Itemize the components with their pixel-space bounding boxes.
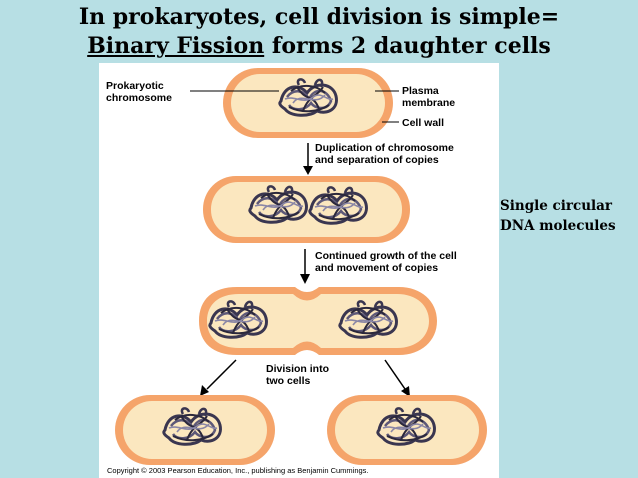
label-step2-1: Continued growth of the cell	[315, 250, 457, 262]
side-note-line-1: Single circular	[500, 198, 613, 214]
label-chromosome-1: Prokaryotic	[106, 80, 164, 92]
copyright-notice: Copyright © 2003 Pearson Education, Inc.…	[107, 466, 369, 475]
slide-title-line-1: In prokaryotes, cell division is simple=	[78, 4, 560, 30]
cell-duplicated-chromosome	[203, 176, 410, 243]
original-cell	[223, 68, 393, 138]
binary-fission-figure: Prokaryotic chromosome Plasma membrane C…	[99, 63, 499, 478]
title-line-2-rest: forms 2 daughter cells	[264, 33, 551, 59]
daughter-cell-left	[115, 395, 275, 465]
side-note-line-2: DNA molecules	[500, 218, 616, 234]
label-chromosome-2: chromosome	[106, 92, 172, 104]
label-step3-1: Division into	[266, 363, 329, 375]
label-step1-2: and separation of copies	[315, 154, 439, 166]
daughter-cell-right	[327, 395, 487, 465]
label-step2-2: and movement of copies	[315, 262, 438, 274]
cell-elongated-pinching	[199, 287, 437, 355]
label-step3-2: two cells	[266, 375, 311, 387]
slide-title-line-2: Binary Fission forms 2 daughter cells	[0, 33, 638, 59]
arrow-division-right	[384, 359, 410, 397]
label-plasma-1: Plasma	[402, 85, 439, 97]
arrow-division-left	[200, 359, 237, 396]
figure-svg: Prokaryotic chromosome Plasma membrane C…	[106, 68, 487, 475]
label-cell-wall: Cell wall	[402, 117, 444, 129]
label-plasma-2: membrane	[402, 97, 455, 109]
binary-fission-term: Binary Fission	[87, 33, 265, 59]
arrow-duplication	[303, 143, 313, 175]
arrow-growth	[300, 249, 310, 284]
side-note: Single circular DNA molecules	[500, 196, 636, 236]
label-step1-1: Duplication of chromosome	[315, 142, 454, 154]
